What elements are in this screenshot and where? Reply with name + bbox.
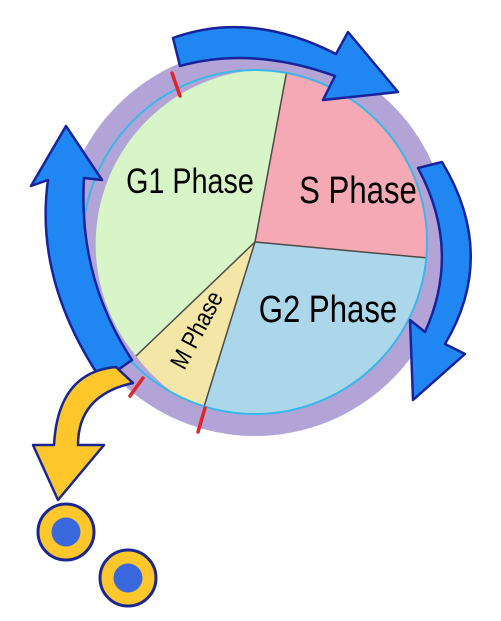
cell-nucleus-icon bbox=[113, 563, 143, 593]
checkpoint-mark bbox=[196, 406, 207, 434]
daughter-cells bbox=[36, 502, 158, 608]
g2-phase-label: G2 Phase bbox=[259, 289, 398, 331]
checkpoint-mark bbox=[128, 376, 145, 398]
m-phase-sector bbox=[136, 242, 255, 410]
g1-phase-label: G1 Phase bbox=[126, 161, 254, 200]
exit-curved-arrow-icon bbox=[31, 365, 135, 502]
cycle-arrows bbox=[29, 25, 472, 402]
top-curved-arrow-icon bbox=[171, 25, 400, 102]
g2-phase-sector bbox=[203, 242, 427, 414]
cell-nucleus-icon bbox=[51, 517, 81, 547]
s-phase-sector bbox=[255, 70, 427, 258]
phase-dividers bbox=[135, 70, 427, 411]
phase-pie bbox=[95, 70, 427, 414]
checkpoint-marks bbox=[128, 71, 207, 434]
g1-phase-sector bbox=[95, 70, 287, 356]
left-curved-arrow-icon bbox=[29, 124, 134, 383]
s-phase-label: S Phase bbox=[299, 170, 417, 212]
checkpoint-mark bbox=[170, 71, 182, 98]
right-curved-arrow-icon bbox=[408, 160, 472, 402]
